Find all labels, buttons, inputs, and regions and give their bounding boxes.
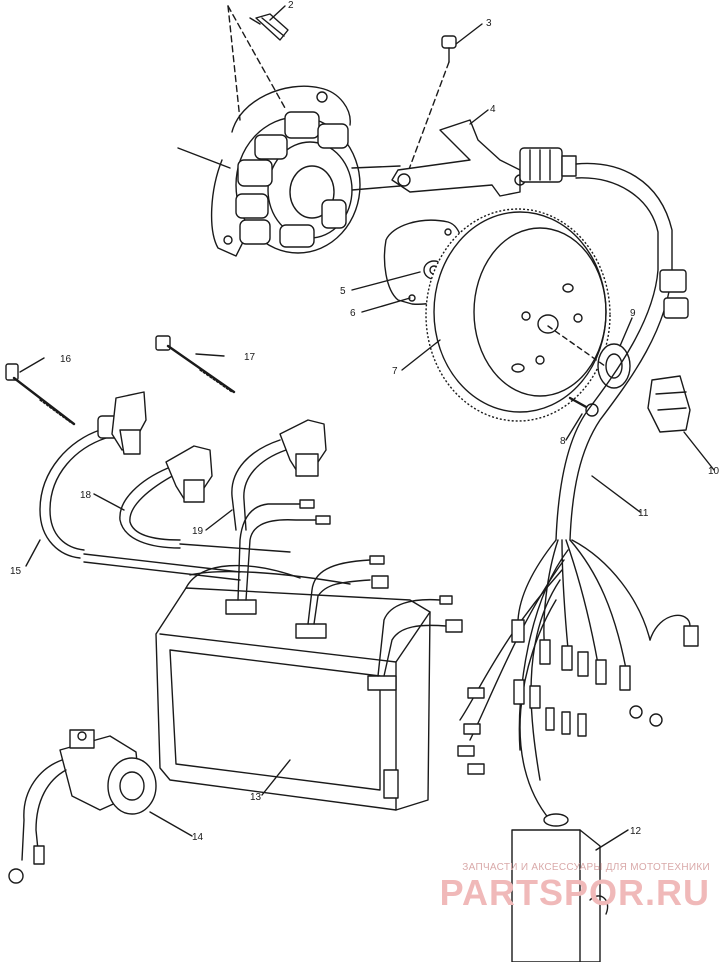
callout-7: 7 bbox=[392, 366, 398, 377]
leader-lines bbox=[19, 5, 715, 851]
callout-15: 15 bbox=[10, 566, 22, 577]
spark-plug-lead-part-18 bbox=[119, 445, 291, 553]
callout-14: 14 bbox=[192, 832, 204, 843]
spark-plug-lead-part-15 bbox=[39, 391, 241, 581]
washer-part-9 bbox=[547, 325, 631, 389]
solenoid-part-14 bbox=[8, 729, 157, 884]
callout-8: 8 bbox=[560, 436, 566, 447]
harness-cable-part-11 bbox=[457, 162, 699, 821]
sensor-bracket-part-4 bbox=[391, 119, 577, 197]
callout-9: 9 bbox=[630, 308, 636, 319]
callout-13: 13 bbox=[250, 792, 262, 803]
callout-10: 10 bbox=[708, 466, 720, 477]
cdi-module-part-13 bbox=[155, 587, 431, 811]
callout-11: 11 bbox=[638, 508, 649, 519]
callout-labels: 2 3 4 5 6 7 8 9 10 11 12 13 14 15 16 17 … bbox=[10, 0, 720, 843]
callout-16: 16 bbox=[60, 354, 72, 365]
callout-19: 19 bbox=[192, 526, 204, 537]
watermark: ЗАПЧАСТИ И АКСЕССУАРЫ ДЛЯ МОТОТЕХНИКИ PA… bbox=[410, 862, 710, 913]
flywheel-part-7 bbox=[425, 208, 611, 422]
bolt-part-17 bbox=[155, 335, 236, 394]
watermark-site: PARTSPOR.RU bbox=[439, 872, 710, 913]
callout-17: 17 bbox=[244, 352, 256, 363]
harness-box-part-12 bbox=[511, 813, 609, 962]
callout-2: 2 bbox=[288, 0, 294, 11]
screw-part-3 bbox=[404, 35, 457, 181]
callout-12: 12 bbox=[630, 826, 642, 837]
callout-6: 6 bbox=[350, 308, 356, 319]
watermark-tagline: ЗАПЧАСТИ И АКСЕССУАРЫ ДЛЯ МОТОТЕХНИКИ bbox=[462, 862, 710, 873]
callout-4: 4 bbox=[490, 104, 496, 115]
screw-part-2 bbox=[227, 5, 289, 121]
stator-assembly bbox=[210, 85, 401, 257]
callout-3: 3 bbox=[486, 18, 492, 29]
bolt-part-8 bbox=[568, 396, 599, 417]
connector-part-10 bbox=[647, 375, 691, 433]
spark-plug-lead-part-19 bbox=[231, 419, 327, 531]
callout-18: 18 bbox=[80, 490, 92, 501]
cdi-wires bbox=[185, 499, 463, 677]
callout-5: 5 bbox=[340, 286, 346, 297]
bolt-part-16 bbox=[5, 363, 76, 426]
